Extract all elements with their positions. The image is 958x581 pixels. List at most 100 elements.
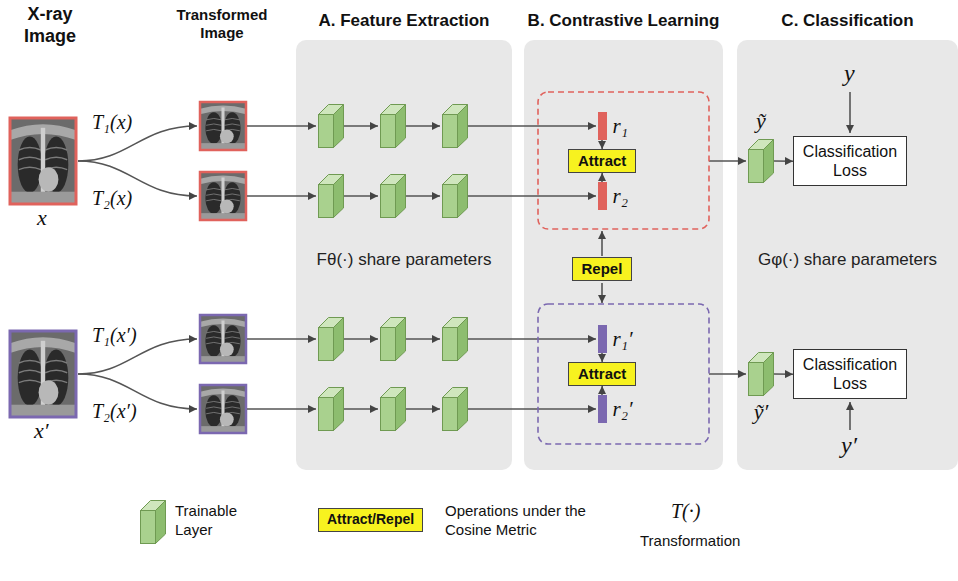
prediction-label: ỹ (756, 108, 766, 134)
panel-backdrop (296, 40, 512, 470)
transformed-image (200, 102, 246, 433)
image-frame (200, 172, 246, 220)
column-heading: X-ray Image (12, 4, 88, 47)
transform-curve (78, 126, 197, 409)
arrow-connector (774, 160, 793, 162)
image-frame (200, 385, 246, 433)
transform-label: T₁(x′) (92, 325, 137, 346)
flow-arrow (344, 408, 378, 410)
flow-arrow (344, 125, 378, 127)
section-panel: C. ClassificationGφ(·) share parametersỹ… (737, 40, 958, 470)
xray-picture (200, 102, 246, 150)
operation-box: Attract (568, 149, 636, 173)
flow-arrow (468, 125, 596, 127)
trainable-layer (749, 353, 774, 396)
feature-vector: r₁ (598, 112, 607, 140)
arrow-connector (601, 353, 603, 362)
flow-arrow (468, 195, 596, 197)
section-heading: B. Contrastive Learning (528, 11, 720, 31)
trainable-layer (443, 105, 468, 148)
legend-text: Operations under the Cosine Metric (445, 502, 597, 540)
image-frame (10, 331, 76, 417)
loss-box: Classification Loss (793, 349, 907, 399)
feature-vector: r₁′ (598, 325, 607, 353)
repel-arrow (601, 283, 603, 303)
trainable-layer (319, 388, 344, 431)
label-arrow (849, 92, 851, 133)
trainable-layer (319, 318, 344, 361)
classifier-layer: ỹ (748, 139, 774, 183)
section-heading: A. Feature Extraction (319, 11, 490, 31)
transform-label: T₂(x) (92, 188, 132, 209)
operation-box: Attract (568, 362, 636, 386)
image-frame (10, 118, 76, 204)
flow-arrow (709, 160, 746, 162)
panel-note: Fθ(·) share parameters (296, 250, 512, 270)
trainable-layer (443, 388, 468, 431)
section-heading: C. Classification (781, 11, 913, 31)
section-panel: A. Feature ExtractionFθ(·) share paramet… (296, 40, 512, 470)
operation-text: Attract (578, 365, 626, 383)
trainable-layer (381, 175, 406, 218)
flow-arrow (344, 195, 378, 197)
transform-label: T₂(x′) (92, 401, 137, 422)
operation-box: Repel (572, 257, 633, 281)
image-frame (200, 315, 246, 363)
panel-backdrop (737, 40, 958, 470)
vector-label: r₂′ (613, 397, 633, 422)
classifier-layer: ỹ′ (748, 352, 774, 396)
trainable-layer (443, 175, 468, 218)
vector-label: r₁′ (613, 327, 633, 352)
target-symbol: y (844, 60, 855, 86)
operation-text: Repel (582, 260, 623, 278)
arrow-connector (601, 386, 603, 395)
flow-arrow (344, 338, 378, 340)
input-symbol: x′ (34, 420, 49, 442)
transform-label: T₁(x) (92, 112, 132, 133)
flow-arrow (406, 408, 440, 410)
column-heading: Transformed Image (163, 6, 281, 42)
xray-picture (200, 172, 246, 220)
prediction-label: ỹ′ (754, 399, 769, 425)
loss-text: Classification Loss (798, 142, 902, 180)
flow-arrow (406, 338, 440, 340)
vector-label: r₁ (613, 114, 628, 139)
feature-vector: r₂′ (598, 395, 607, 423)
loss-box: Classification Loss (793, 136, 907, 186)
legend-text: Transformation (640, 532, 740, 551)
legend-text: Trainable Layer (175, 502, 267, 540)
legend-swatch-text: Attract/Repel (327, 511, 414, 529)
arrow-connector (601, 173, 603, 182)
flow-arrow (247, 195, 316, 197)
trainable-layer (443, 318, 468, 361)
trainable-layer (381, 318, 406, 361)
flow-arrow (468, 408, 596, 410)
xray-image (10, 118, 76, 417)
trainable-layer (748, 139, 774, 183)
xray-picture (10, 331, 76, 417)
image-frame (200, 102, 246, 150)
vector-label: r₂ (613, 184, 628, 209)
flow-arrow (468, 338, 596, 340)
repel-arrow (601, 231, 603, 256)
trainable-layer (381, 105, 406, 148)
flow-arrow (406, 195, 440, 197)
arrow-connector (601, 140, 603, 149)
panel-note: Gφ(·) share parameters (737, 250, 958, 270)
legend-symbol: T(·) (671, 500, 700, 522)
input-symbol: x (37, 207, 47, 229)
trainable-layer (319, 105, 344, 148)
trainable-layer (749, 140, 774, 183)
legend-swatch: Attract/Repel (318, 508, 423, 532)
section-panel: B. Contrastive Learningr₁Attractr₂Repelr… (524, 40, 723, 470)
xray-picture (10, 118, 76, 204)
panel-backdrop (524, 40, 723, 470)
flow-arrow (247, 408, 316, 410)
label-arrow (849, 402, 851, 430)
loss-text: Classification Loss (798, 355, 902, 393)
trainable-layer (748, 352, 774, 396)
flow-arrow (709, 373, 746, 375)
xray-picture (200, 385, 246, 433)
arrow-connector (774, 373, 793, 375)
